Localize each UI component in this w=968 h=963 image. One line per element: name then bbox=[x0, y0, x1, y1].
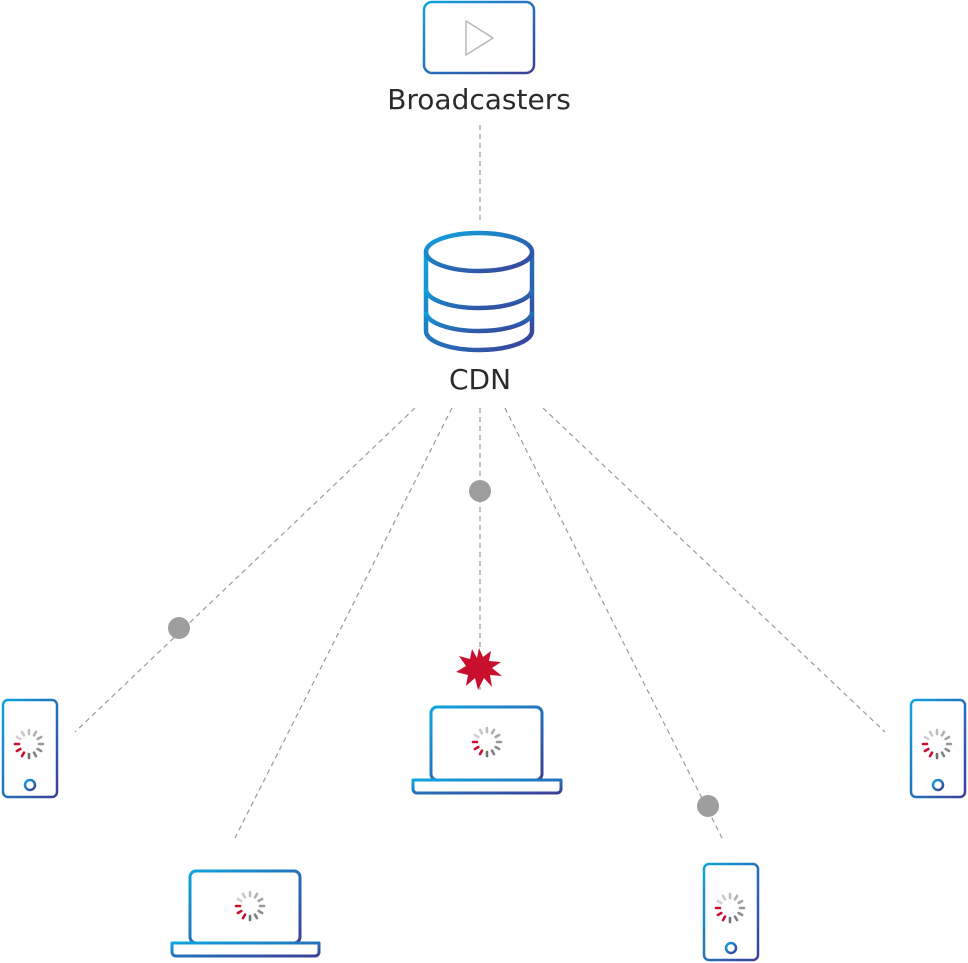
packet-dot bbox=[697, 795, 719, 817]
packets bbox=[168, 480, 719, 817]
play-button-icon bbox=[422, 0, 536, 75]
smartphone-icon bbox=[702, 862, 760, 962]
laptop-icon bbox=[170, 869, 321, 958]
connector-cdn-phone-right bbox=[542, 407, 886, 733]
database-icon bbox=[423, 230, 535, 353]
packet-dot bbox=[469, 480, 491, 502]
cdn-label: CDN bbox=[448, 363, 512, 396]
packet-dot bbox=[168, 617, 190, 639]
connector-cdn-phone-left bbox=[74, 407, 416, 733]
smartphone-icon bbox=[909, 698, 967, 799]
laptop-icon bbox=[411, 705, 563, 795]
connector-cdn-laptop-bottom-left bbox=[234, 407, 453, 839]
smartphone-icon bbox=[1, 698, 59, 799]
error-burst-icon bbox=[456, 648, 502, 690]
broadcasters-label: Broadcasters bbox=[387, 83, 571, 116]
connectors bbox=[74, 125, 886, 839]
